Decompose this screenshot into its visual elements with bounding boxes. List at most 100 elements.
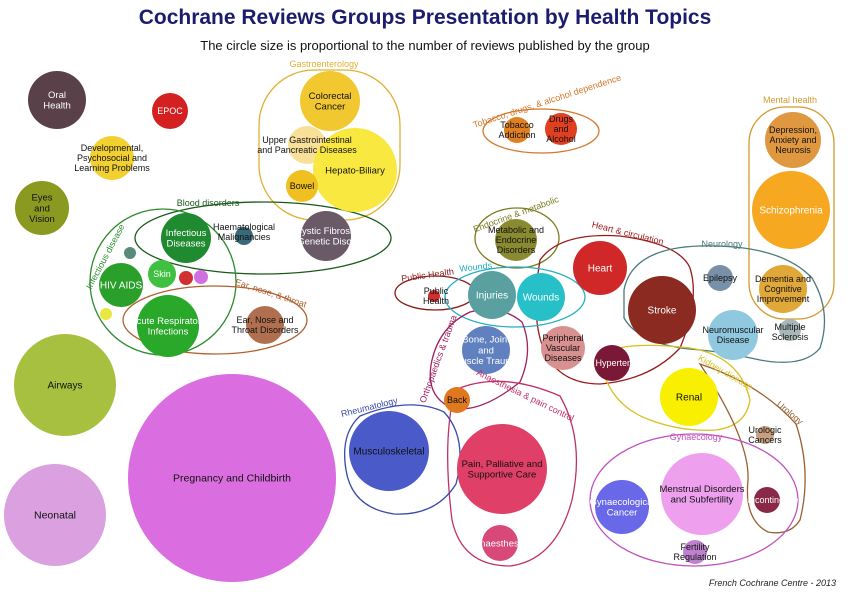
- circle-musculoskeletal: [349, 411, 429, 491]
- circle-acute-respiratory-infections: [137, 295, 199, 357]
- group-label-gynae: Gynaecology: [670, 432, 723, 442]
- circle-peripheral-vascular-diseases: [541, 326, 585, 370]
- circle-renal: [660, 368, 718, 426]
- circle-bone-joint-and-muscle-trauma: [462, 326, 510, 374]
- circle-hypertension: [594, 345, 630, 381]
- credit-note: French Cochrane Centre - 2013: [708, 578, 836, 588]
- circle-dementia-and-cognitive-improvement: [759, 265, 807, 313]
- group-outline-urology: [698, 362, 806, 534]
- circle-back: [444, 387, 470, 413]
- circle-anaesthesia: [482, 525, 518, 561]
- circle-heart: [573, 241, 627, 295]
- label-epilepsy: Epilepsy: [703, 273, 738, 283]
- label-hiv-aids: HIV AIDS: [100, 281, 143, 292]
- circle-schizophrenia: [752, 171, 830, 249]
- circle-eyes-and-vision: [15, 181, 69, 235]
- page-subtitle: The circle size is proportional to the n…: [200, 38, 650, 53]
- circle-hiv-aids: [99, 263, 143, 307]
- group-label-mental: Mental health: [763, 95, 817, 105]
- review-group-circles: [4, 71, 830, 582]
- circle-urologic-cancers: [756, 426, 774, 444]
- group-outline-kidney: [599, 344, 751, 431]
- circle-oral-health: [28, 71, 86, 129]
- circle-gynaecological-cancer: [595, 480, 649, 534]
- label-musculoskeletal: Musculoskeletal: [353, 447, 424, 458]
- group-label-neurology: Neurology: [701, 239, 743, 249]
- circle-fertility-regulation: [683, 540, 707, 564]
- group-label-ent: Ear, nose, & throat: [234, 277, 308, 310]
- label-hypertension: Hypertension: [595, 358, 648, 368]
- group-label-anaesth: Anaesthesia & pain control: [475, 367, 576, 423]
- circle-epilepsy: [707, 265, 733, 291]
- group-outline-tobacco: [482, 108, 600, 154]
- label-back: Back: [447, 395, 468, 405]
- circle-depression-anxiety-and-neurosis: [765, 112, 821, 168]
- group-label-blood: Blood disorders: [177, 198, 240, 208]
- group-outline-blood: [134, 201, 392, 275]
- label-stroke: Stroke: [648, 306, 677, 317]
- small-dot: [124, 247, 136, 259]
- group-label-wounds: Wounds: [459, 260, 493, 273]
- group-outline-rheum: [343, 404, 461, 515]
- label-epoc: EPOC: [157, 106, 183, 116]
- circle-colorectal-cancer: [300, 71, 360, 131]
- circle-pregnancy-and-childbirth: [128, 374, 336, 582]
- circle-pain-palliative-and-supportive-care: [457, 424, 547, 514]
- circle-public-health: [428, 290, 440, 302]
- label-heart: Heart: [588, 264, 613, 275]
- circle-developmental-psychosocial-and-learning-problems: [90, 136, 134, 180]
- circle-epoc: [152, 93, 188, 129]
- label-bowel: Bowel: [290, 181, 315, 191]
- small-dot: [100, 308, 112, 320]
- circle-stroke: [628, 276, 696, 344]
- circle-infectious-diseases: [161, 213, 211, 263]
- label-neonatal: Neonatal: [34, 510, 76, 522]
- circle-skin: [148, 260, 176, 288]
- label-wounds: Wounds: [523, 293, 560, 304]
- circle-menstrual-disorders-and-subfertility: [661, 453, 743, 535]
- label-incontinence: Incontinence: [747, 495, 798, 505]
- group-label-urology: Urology: [775, 399, 806, 427]
- circle-incontinence: [754, 487, 780, 513]
- group-outline-endocrine: [474, 207, 560, 269]
- label-pregnancy-and-childbirth: Pregnancy and Childbirth: [173, 473, 291, 485]
- group-label-public: Public Health: [401, 266, 455, 283]
- group-outline-anaesth: [447, 380, 578, 567]
- circle-haematological-malignancies: [235, 227, 253, 245]
- small-dot: [194, 270, 208, 284]
- small-dot: [179, 271, 193, 285]
- circle-neonatal: [4, 464, 106, 566]
- group-outline-mental: [748, 106, 835, 320]
- group-outline-gynae: [589, 433, 799, 567]
- circle-drugs-and-alcohol: [545, 113, 577, 145]
- circle-wounds: [517, 273, 565, 321]
- label-airways: Airways: [47, 381, 82, 392]
- label-renal: Renal: [676, 393, 702, 404]
- label-injuries: Injuries: [476, 291, 508, 302]
- label-anaesthesia: Anaesthesia: [474, 538, 527, 549]
- circle-airways: [14, 334, 116, 436]
- group-outline-wounds: [444, 266, 586, 328]
- circle-neuromuscular-disease: [708, 310, 758, 360]
